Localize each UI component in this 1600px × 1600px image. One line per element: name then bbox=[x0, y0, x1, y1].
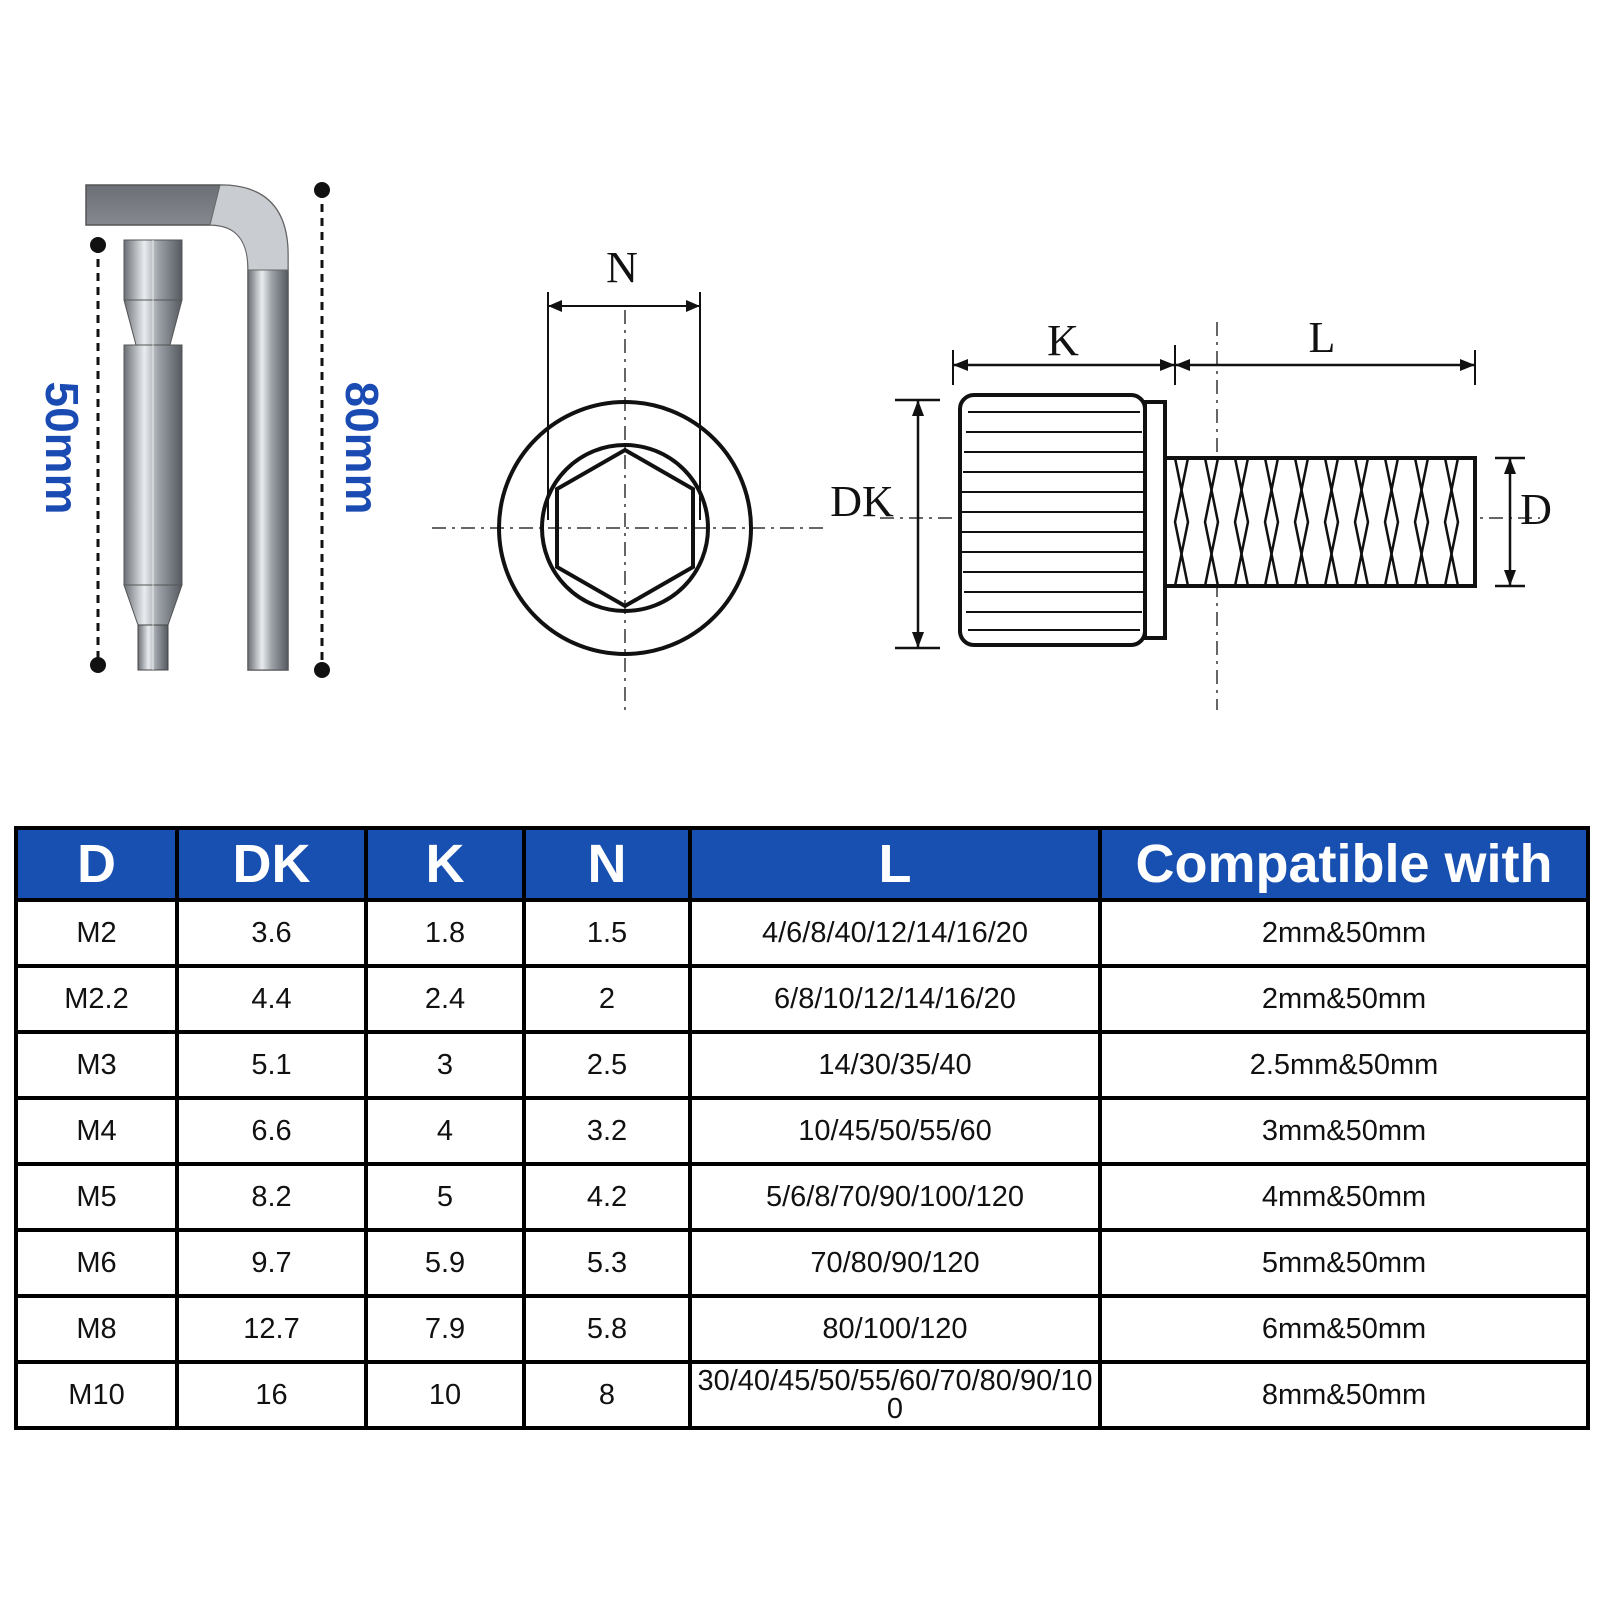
cell-dk: 9.7 bbox=[175, 1228, 368, 1298]
key-length-dimension bbox=[314, 182, 330, 678]
cell-d: M3 bbox=[14, 1030, 179, 1100]
cell-d: M10 bbox=[14, 1360, 179, 1430]
cell-k: 1.8 bbox=[364, 898, 526, 968]
cell-l: 80/100/120 bbox=[688, 1294, 1102, 1364]
cell-compatible: 6mm&50mm bbox=[1098, 1294, 1590, 1364]
cell-l: 6/8/10/12/14/16/20 bbox=[688, 964, 1102, 1034]
cell-d: M8 bbox=[14, 1294, 179, 1364]
cell-compatible: 2mm&50mm bbox=[1098, 964, 1590, 1034]
table-row: M8 12.7 7.9 5.8 80/100/120 6mm&50mm bbox=[14, 1294, 1590, 1364]
cell-l: 5/6/8/70/90/100/120 bbox=[688, 1162, 1102, 1232]
l-dimension-label: L bbox=[1309, 313, 1336, 362]
cell-k: 5 bbox=[364, 1162, 526, 1232]
cell-dk: 5.1 bbox=[175, 1030, 368, 1100]
cell-n: 1.5 bbox=[522, 898, 692, 968]
table-row: M6 9.7 5.9 5.3 70/80/90/120 5mm&50mm bbox=[14, 1228, 1590, 1298]
cell-k: 10 bbox=[364, 1360, 526, 1430]
cell-compatible: 2.5mm&50mm bbox=[1098, 1030, 1590, 1100]
bit-length-dimension bbox=[90, 237, 106, 673]
n-dimension-label: N bbox=[606, 243, 638, 292]
cell-dk: 3.6 bbox=[175, 898, 368, 968]
header-dk: DK bbox=[175, 826, 368, 902]
cell-dk: 12.7 bbox=[175, 1294, 368, 1364]
spec-table: D DK K N L Compatible with M2 3.6 1.8 1.… bbox=[14, 826, 1590, 1430]
cell-l: 14/30/35/40 bbox=[688, 1030, 1102, 1100]
bit-length-label: 50mm bbox=[36, 382, 88, 515]
cell-k: 2.4 bbox=[364, 964, 526, 1034]
table-row: M3 5.1 3 2.5 14/30/35/40 2.5mm&50mm bbox=[14, 1030, 1590, 1100]
table-row: M4 6.6 4 3.2 10/45/50/55/60 3mm&50mm bbox=[14, 1096, 1590, 1166]
cell-compatible: 8mm&50mm bbox=[1098, 1360, 1590, 1430]
header-n: N bbox=[522, 826, 692, 902]
cell-compatible: 4mm&50mm bbox=[1098, 1162, 1590, 1232]
cell-d: M2 bbox=[14, 898, 179, 968]
cell-k: 4 bbox=[364, 1096, 526, 1166]
cell-k: 3 bbox=[364, 1030, 526, 1100]
cell-k: 7.9 bbox=[364, 1294, 526, 1364]
cell-l: 30/40/45/50/55/60/70/80/90/100 bbox=[688, 1360, 1102, 1430]
cell-n: 5.3 bbox=[522, 1228, 692, 1298]
header-compatible: Compatible with bbox=[1098, 826, 1590, 902]
cell-l: 4/6/8/40/12/14/16/20 bbox=[688, 898, 1102, 968]
key-length-label: 80mm bbox=[336, 382, 388, 515]
screw-head-front-view bbox=[432, 292, 825, 710]
hex-key-icon bbox=[85, 184, 289, 671]
cell-l: 10/45/50/55/60 bbox=[688, 1096, 1102, 1166]
cell-compatible: 5mm&50mm bbox=[1098, 1228, 1590, 1298]
cell-d: M2.2 bbox=[14, 964, 179, 1034]
cell-d: M5 bbox=[14, 1162, 179, 1232]
cell-n: 4.2 bbox=[522, 1162, 692, 1232]
cell-dk: 16 bbox=[175, 1360, 368, 1430]
cell-dk: 4.4 bbox=[175, 964, 368, 1034]
cell-d: M6 bbox=[14, 1228, 179, 1298]
cell-n: 2 bbox=[522, 964, 692, 1034]
header-d: D bbox=[14, 826, 179, 902]
cell-n: 5.8 bbox=[522, 1294, 692, 1364]
cell-dk: 6.6 bbox=[175, 1096, 368, 1166]
cell-compatible: 2mm&50mm bbox=[1098, 898, 1590, 968]
k-dimension-label: K bbox=[1047, 316, 1079, 365]
cell-n: 3.2 bbox=[522, 1096, 692, 1166]
cell-dk: 8.2 bbox=[175, 1162, 368, 1232]
hex-bit-icon bbox=[123, 239, 183, 671]
screw-diagram: 50mm 80mm N bbox=[36, 182, 1552, 710]
header-l: L bbox=[688, 826, 1102, 902]
screw-side-view bbox=[880, 322, 1540, 710]
cell-compatible: 3mm&50mm bbox=[1098, 1096, 1590, 1166]
table-row: M10 16 10 8 30/40/45/50/55/60/70/80/90/1… bbox=[14, 1360, 1590, 1430]
cell-k: 5.9 bbox=[364, 1228, 526, 1298]
header-k: K bbox=[364, 826, 526, 902]
cell-d: M4 bbox=[14, 1096, 179, 1166]
table-header-row: D DK K N L Compatible with bbox=[14, 826, 1590, 902]
table-row: M2 3.6 1.8 1.5 4/6/8/40/12/14/16/20 2mm&… bbox=[14, 898, 1590, 968]
d-dimension-label: D bbox=[1520, 485, 1552, 534]
cell-n: 2.5 bbox=[522, 1030, 692, 1100]
table-row: M5 8.2 5 4.2 5/6/8/70/90/100/120 4mm&50m… bbox=[14, 1162, 1590, 1232]
cell-l: 70/80/90/120 bbox=[688, 1228, 1102, 1298]
cell-n: 8 bbox=[522, 1360, 692, 1430]
table-row: M2.2 4.4 2.4 2 6/8/10/12/14/16/20 2mm&50… bbox=[14, 964, 1590, 1034]
dk-dimension-label: DK bbox=[830, 477, 894, 526]
